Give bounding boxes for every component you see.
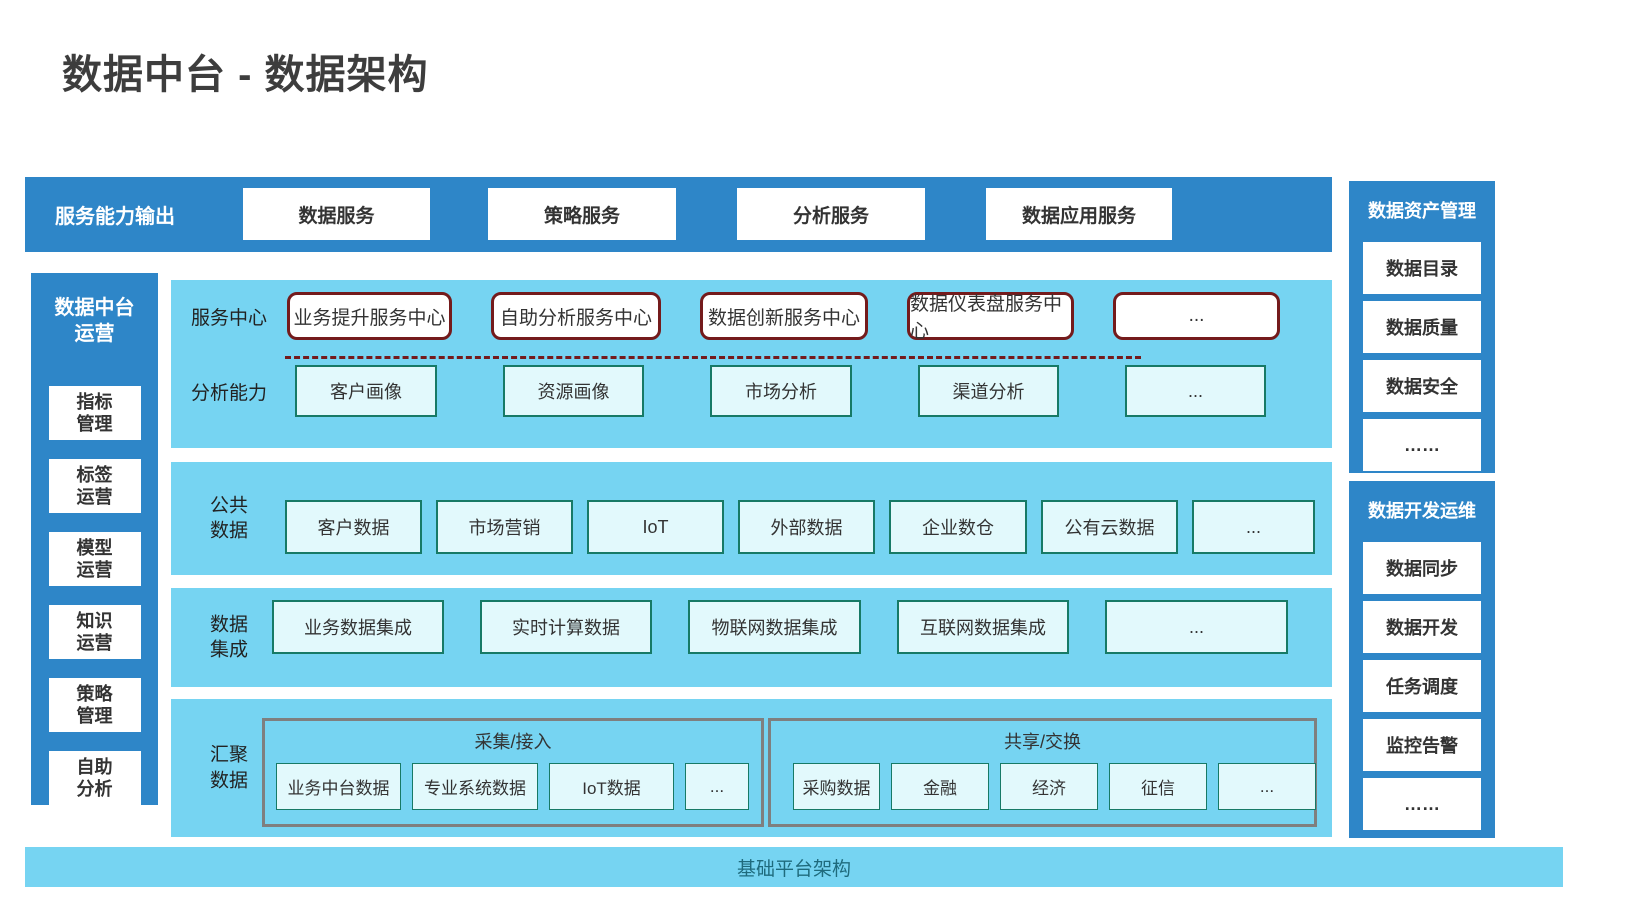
public-data-box: ... <box>1192 500 1315 554</box>
ops-item: 自助 分析 <box>48 751 141 805</box>
asset-item: …… <box>1363 419 1481 471</box>
collect-access-title: 采集/接入 <box>474 732 552 752</box>
analysis-box: 市场分析 <box>710 365 852 417</box>
analysis-box: 渠道分析 <box>918 365 1059 417</box>
service-output-item: 策略服务 <box>488 188 676 240</box>
service-center-box: 自助分析服务中心 <box>491 292 661 340</box>
public-data-boxes: 客户数据 市场营销 IoT 外部数据 企业数仓 公有云数据 ... <box>285 500 1315 554</box>
public-data-box: 公有云数据 <box>1041 500 1178 554</box>
service-center-box: ... <box>1113 292 1280 340</box>
public-data-box: IoT <box>587 500 724 554</box>
public-data-label: 公共 数据 <box>209 494 248 542</box>
collect-box: 业务中台数据 <box>276 763 401 810</box>
asset-item: 数据目录 <box>1363 242 1481 294</box>
collect-box: ... <box>685 763 749 810</box>
integration-box: 物联网数据集成 <box>688 600 861 654</box>
base-platform-bar: 基础平台架构 <box>25 847 1563 887</box>
integration-row: 数据 集成 业务数据集成 实时计算数据 物联网数据集成 互联网数据集成 ... <box>171 588 1332 687</box>
analysis-box: 客户画像 <box>295 365 437 417</box>
devops-item: 监控告警 <box>1363 719 1481 771</box>
public-data-row: 公共 数据 客户数据 市场营销 IoT 外部数据 企业数仓 公有云数据 ... <box>171 462 1332 575</box>
integration-boxes: 业务数据集成 实时计算数据 物联网数据集成 互联网数据集成 ... <box>272 600 1288 654</box>
share-exchange-boxes: 采购数据 金融 经济 征信 ... <box>771 763 1316 810</box>
service-output-item: 分析服务 <box>737 188 925 240</box>
aggregation-label: 汇聚 数据 <box>209 744 248 791</box>
integration-label: 数据 集成 <box>209 613 248 661</box>
ops-item: 指标 管理 <box>48 386 141 440</box>
collect-access-boxes: 业务中台数据 专业系统数据 IoT数据 ... <box>265 763 749 810</box>
data-asset-panel: 数据资产管理 数据目录 数据质量 数据安全 …… <box>1349 181 1495 473</box>
collect-box: IoT数据 <box>549 763 674 810</box>
ops-item: 策略 管理 <box>48 678 141 732</box>
service-output-bar: 服务能力输出 数据服务 策略服务 分析服务 数据应用服务 <box>25 177 1332 252</box>
service-center-box: 业务提升服务中心 <box>287 292 452 340</box>
share-box: 征信 <box>1109 763 1207 810</box>
service-center-boxes: 业务提升服务中心 自助分析服务中心 数据创新服务中心 数据仪表盘服务中心 ... <box>287 292 1280 342</box>
page-title: 数据中台 - 数据架构 <box>62 53 429 97</box>
platform-ops-sidebar: 数据中台 运营 指标 管理 标签 运营 模型 运营 知识 运营 策略 管理 自助… <box>31 273 158 805</box>
integration-box: ... <box>1105 600 1288 654</box>
share-box: 经济 <box>1000 763 1098 810</box>
analysis-box: 资源画像 <box>503 365 644 417</box>
share-exchange-title: 共享/交换 <box>1003 732 1081 752</box>
data-devops-title: 数据开发运维 <box>1368 501 1476 521</box>
devops-item: 数据开发 <box>1363 601 1481 653</box>
ops-item: 知识 运营 <box>48 605 141 659</box>
platform-ops-title: 数据中台 运营 <box>54 297 135 345</box>
share-box: ... <box>1218 763 1316 810</box>
devops-item: …… <box>1363 778 1481 830</box>
share-box: 金融 <box>891 763 989 810</box>
share-box: 采购数据 <box>793 763 880 810</box>
analysis-boxes: 客户画像 资源画像 市场分析 渠道分析 ... <box>295 365 1266 417</box>
devops-item: 任务调度 <box>1363 660 1481 712</box>
collect-box: 专业系统数据 <box>412 763 538 810</box>
data-asset-title: 数据资产管理 <box>1368 201 1476 221</box>
service-output-item: 数据服务 <box>243 188 430 240</box>
collect-access-group: 采集/接入 业务中台数据 专业系统数据 IoT数据 ... <box>262 718 764 827</box>
ops-item: 标签 运营 <box>48 459 141 513</box>
public-data-box: 外部数据 <box>738 500 875 554</box>
integration-box: 互联网数据集成 <box>897 600 1069 654</box>
service-output-item: 数据应用服务 <box>986 188 1172 240</box>
service-center-box: 数据仪表盘服务中心 <box>907 292 1074 342</box>
data-devops-panel: 数据开发运维 数据同步 数据开发 任务调度 监控告警 …… <box>1349 481 1495 838</box>
ops-item: 模型 运营 <box>48 532 141 586</box>
analysis-label: 分析能力 <box>190 383 267 404</box>
aggregation-row: 汇聚 数据 采集/接入 业务中台数据 专业系统数据 IoT数据 ... 共享/交… <box>171 699 1332 837</box>
devops-item: 数据同步 <box>1363 542 1481 594</box>
asset-item: 数据质量 <box>1363 301 1481 353</box>
asset-item: 数据安全 <box>1363 360 1481 412</box>
public-data-box: 市场营销 <box>436 500 573 554</box>
public-data-box: 客户数据 <box>285 500 422 554</box>
public-data-box: 企业数仓 <box>889 500 1027 554</box>
share-exchange-group: 共享/交换 采购数据 金融 经济 征信 ... <box>768 718 1317 827</box>
service-center-box: 数据创新服务中心 <box>700 292 868 340</box>
analysis-box: ... <box>1125 365 1266 417</box>
integration-box: 业务数据集成 <box>272 600 444 654</box>
service-center-row: 服务中心 业务提升服务中心 自助分析服务中心 数据创新服务中心 数据仪表盘服务中… <box>171 280 1332 448</box>
service-center-label: 服务中心 <box>190 308 267 329</box>
integration-box: 实时计算数据 <box>480 600 652 654</box>
dashed-divider <box>285 356 1141 359</box>
service-output-label: 服务能力输出 <box>55 206 175 228</box>
